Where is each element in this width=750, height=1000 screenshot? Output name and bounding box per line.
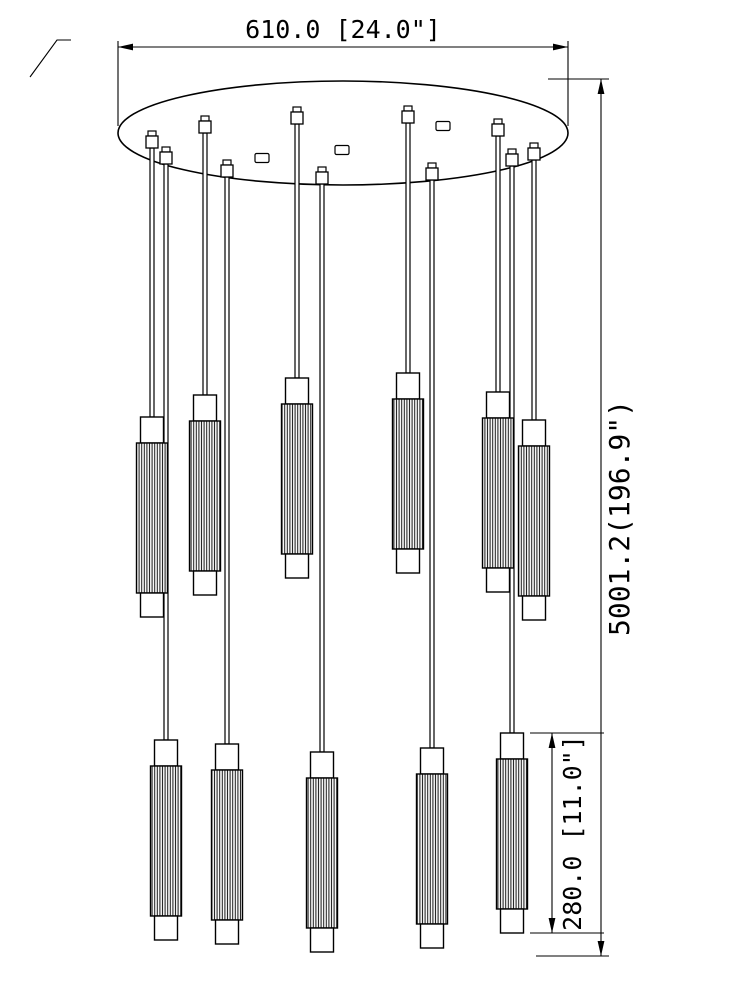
shade-bottom-cap — [395, 548, 421, 574]
shade-bottom-cap — [309, 927, 335, 953]
mount-block — [159, 151, 173, 165]
shade-bottom-cap — [214, 919, 240, 945]
shade-top-cap — [499, 732, 525, 760]
mount-block — [198, 120, 212, 134]
mount-block — [491, 123, 505, 137]
height-dimension-label: 5001.2(196.9") — [603, 400, 636, 636]
pendant-rod — [224, 176, 230, 745]
shade-bottom-cap — [419, 923, 445, 949]
shade-top-cap — [214, 743, 240, 771]
fixture-length-dimension: 280.0 [11.0"] — [530, 732, 604, 934]
shade-glass — [188, 420, 222, 572]
blank-mount — [435, 120, 451, 132]
mount-knob — [493, 118, 503, 125]
shade-glass — [391, 398, 425, 550]
mount-knob — [222, 159, 232, 166]
arrowhead — [597, 79, 605, 94]
shade-top-cap — [521, 419, 547, 447]
width-dimension: 610.0 [24.0"] — [117, 15, 569, 126]
mount-block — [220, 164, 234, 178]
shade-glass — [415, 773, 449, 925]
mount-knob — [292, 106, 302, 113]
arrowhead — [548, 918, 556, 933]
shade-bottom-cap — [139, 592, 165, 618]
mount-knob — [403, 105, 413, 112]
pendants-group — [135, 105, 551, 953]
mount-knob — [507, 148, 517, 155]
corner-mark — [29, 39, 71, 78]
shade-glass — [210, 769, 244, 921]
shade-glass — [280, 403, 314, 555]
shade-top-cap — [309, 751, 335, 779]
mount-block — [145, 135, 159, 149]
shade-bottom-cap — [284, 553, 310, 579]
pendant-rod — [319, 183, 325, 753]
shade-glass — [135, 442, 169, 594]
pendant-rod — [202, 132, 208, 396]
blank-mount — [254, 152, 270, 164]
shade-bottom-cap — [499, 908, 525, 934]
mount-block — [425, 167, 439, 181]
mount-knob — [147, 130, 157, 137]
height-dimension: 5001.2(196.9") — [536, 78, 636, 957]
arrowhead — [548, 733, 556, 748]
shade-top-cap — [139, 416, 165, 444]
mount-block — [290, 111, 304, 125]
mount-knob — [317, 166, 327, 173]
canopy — [117, 80, 569, 186]
pendant-rod — [405, 122, 411, 374]
shade-top-cap — [284, 377, 310, 405]
shade-top-cap — [419, 747, 445, 775]
mount-block — [527, 147, 541, 161]
mount-block — [401, 110, 415, 124]
arrowhead — [597, 941, 605, 956]
shade-top-cap — [485, 391, 511, 419]
shade-top-cap — [192, 394, 218, 422]
mount-knob — [200, 115, 210, 122]
mount-knob — [427, 162, 437, 169]
arrowhead — [553, 43, 568, 51]
mount-block — [315, 171, 329, 185]
shade-bottom-cap — [485, 567, 511, 593]
mount-block — [505, 153, 519, 167]
mount-knob — [161, 146, 171, 153]
shade-glass — [495, 758, 529, 910]
pendant-rod — [429, 179, 435, 749]
shade-bottom-cap — [153, 915, 179, 941]
width-dimension-label: 610.0 [24.0"] — [245, 15, 441, 44]
shade-glass — [481, 417, 515, 569]
pendant-rod — [495, 135, 501, 393]
shade-glass — [149, 765, 183, 917]
shade-top-cap — [395, 372, 421, 400]
shade-glass — [517, 445, 551, 597]
blank-mount — [334, 144, 350, 156]
pendant-rod — [149, 147, 155, 418]
pendant-rod — [294, 123, 300, 379]
shade-bottom-cap — [192, 570, 218, 596]
mount-knob — [529, 142, 539, 149]
shade-top-cap — [153, 739, 179, 767]
shade-glass — [305, 777, 339, 929]
shade-bottom-cap — [521, 595, 547, 621]
arrowhead — [118, 43, 133, 51]
pendant-rod — [531, 159, 537, 421]
fixture-dimension-label: 280.0 [11.0"] — [558, 735, 587, 931]
